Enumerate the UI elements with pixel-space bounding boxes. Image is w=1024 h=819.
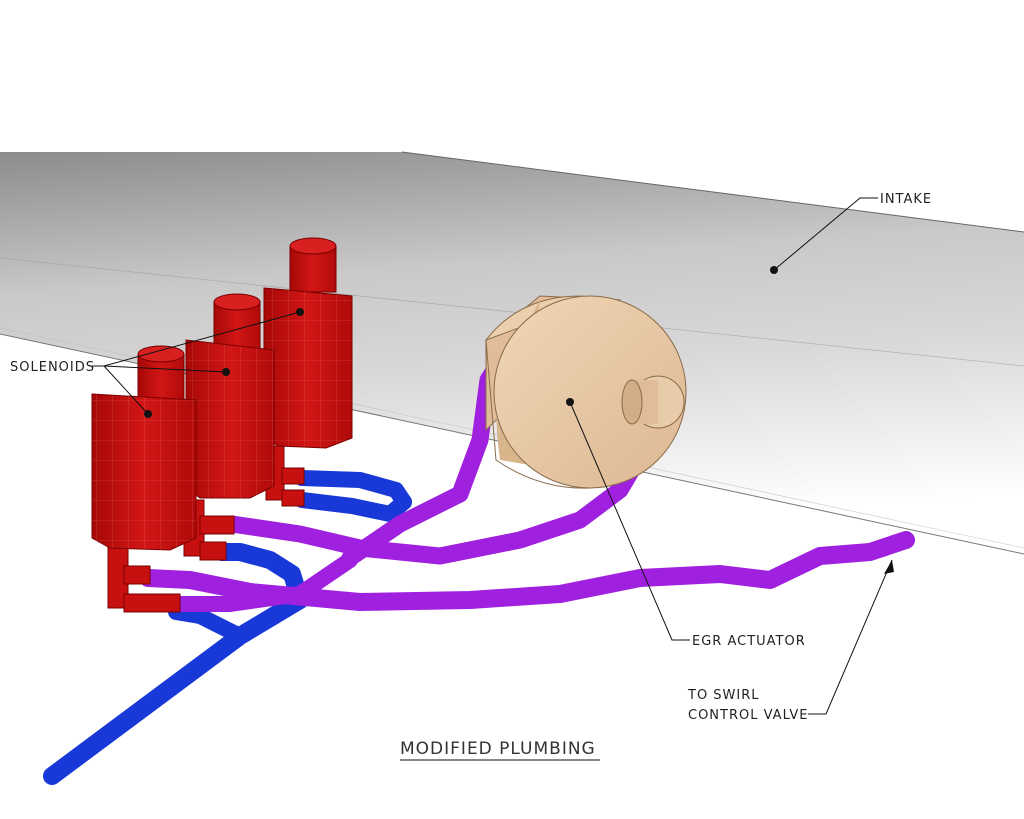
- solenoid-3: [263, 237, 353, 449]
- intake-leader: [773, 197, 878, 271]
- leader-lines: [92, 197, 893, 761]
- leader-dots: [144, 266, 778, 418]
- swirl-label-line1: TO SWIRL: [687, 688, 760, 703]
- purple-link-lower: [172, 552, 358, 612]
- blue-branch-upper-b: [294, 492, 412, 522]
- solenoids-leader-b: [103, 365, 227, 373]
- blue-vacuum-tubes: [43, 470, 412, 785]
- intake-label: INTAKE: [880, 192, 932, 207]
- egr-actuator-label: EGR ACTUATOR: [692, 634, 806, 649]
- purple-to-swirl-valve: [139, 531, 915, 611]
- solenoids-label: SOLENOIDS: [10, 360, 95, 375]
- swirl-arrowhead: [884, 560, 894, 574]
- egr-actuator: [484, 295, 687, 489]
- swirl-label-line2: CONTROL VALVE: [688, 708, 809, 723]
- egr-leader: [569, 401, 690, 641]
- swirl-leader: [808, 559, 893, 715]
- solenoids-leader-c: [103, 311, 301, 367]
- solenoid-1: [91, 345, 197, 551]
- solenoid-2: [185, 293, 275, 499]
- blue-branch-lower: [168, 604, 248, 644]
- diagram-title: MODIFIED PLUMBING: [400, 739, 596, 759]
